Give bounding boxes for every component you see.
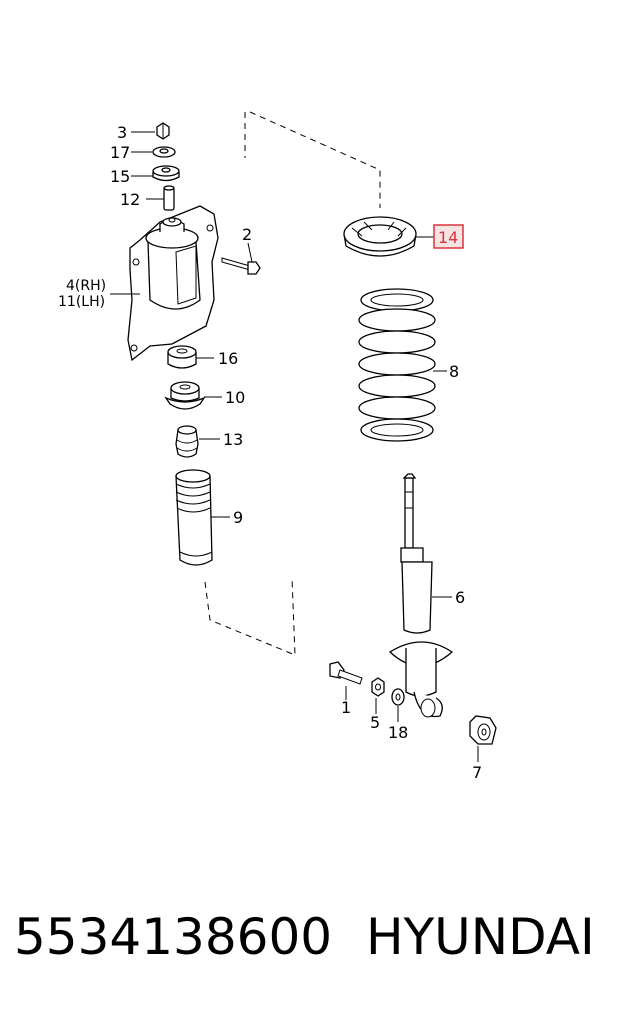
part-15-bushing	[131, 165, 180, 182]
callout-6: 6	[455, 588, 465, 607]
callout-18: 18	[388, 723, 408, 742]
part-16-upper-cushion	[167, 345, 214, 369]
part-5-nut	[371, 677, 385, 714]
part-10-dust-seal	[164, 381, 222, 410]
callout-2: 2	[242, 225, 252, 244]
callout-14: 14	[438, 228, 458, 247]
callout-5: 5	[370, 713, 380, 732]
callout-10: 10	[225, 388, 245, 407]
callout-3: 3	[117, 123, 127, 142]
callout-11: 11(LH)	[58, 294, 105, 310]
callout-9: 9	[233, 508, 243, 527]
callout-14-highlight[interactable]: 14	[433, 224, 464, 249]
callout-8: 8	[449, 362, 459, 381]
part-3-nut	[131, 122, 170, 140]
part-4-11-strut-mount	[110, 205, 219, 362]
callout-16: 16	[218, 349, 238, 368]
callout-17: 17	[110, 143, 130, 162]
part-14-spring-pad	[343, 216, 434, 257]
callout-13: 13	[223, 430, 243, 449]
part-9-dust-cover	[175, 469, 230, 566]
part-6-shock-absorber	[388, 473, 454, 718]
assembly-guide-lines	[204, 111, 381, 656]
callout-7: 7	[472, 763, 482, 782]
suspension-exploded-diagram: 3 17 15 12 2 4(RH) 11(LH) 16 10 13 9 8 6…	[58, 111, 497, 782]
callout-labels: 3 17 15 12 2 4(RH) 11(LH) 16 10 13 9 8 6…	[58, 123, 482, 782]
highlight-box	[433, 224, 464, 249]
callout-1: 1	[341, 698, 351, 717]
callout-12: 12	[120, 190, 140, 209]
part-17-washer	[131, 146, 176, 158]
part-2-bolt	[221, 242, 261, 275]
part-number: 5534138600	[14, 908, 333, 966]
callout-4: 4(RH)	[66, 278, 106, 294]
part-12-sleeve	[146, 185, 175, 211]
callout-15: 15	[110, 167, 130, 186]
part-8-coil-spring	[358, 288, 447, 442]
footer: 5534138600 HYUNDAI	[0, 900, 620, 980]
part-1-bolt	[329, 661, 363, 700]
part-7-lower-bushing	[469, 715, 497, 762]
part-13-bump-stopper	[175, 425, 220, 458]
part-18-washer	[391, 688, 405, 722]
brand-name: HYUNDAI	[366, 908, 595, 966]
